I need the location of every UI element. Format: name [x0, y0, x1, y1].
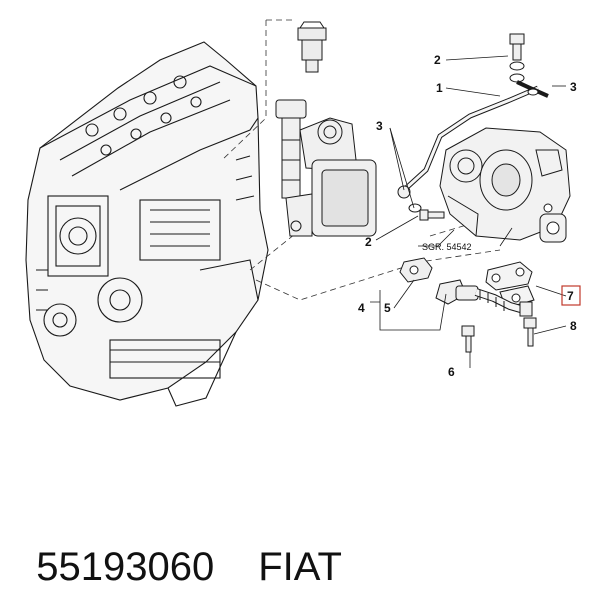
callout-7: 7: [567, 289, 574, 303]
callout-5: 5: [384, 301, 391, 315]
callout-3-left: 3: [376, 119, 383, 133]
sensor-illustration: [297, 21, 327, 73]
bolt-illustration: [419, 209, 445, 221]
parts-diagram: 2 3 1 3 2 SGR. 54542 4 5 6 8 7: [25, 19, 581, 407]
banjo-bolt-illustration: [509, 33, 549, 98]
oil-filter-housing-illustration: [275, 99, 377, 237]
callout-1: 1: [436, 81, 443, 95]
turbocharger-illustration: [439, 127, 571, 243]
callout-3-top-right: 3: [570, 80, 577, 94]
callout-6: 6: [448, 365, 455, 379]
reference-label: SGR. 54542: [422, 242, 472, 252]
callout-2-top: 2: [434, 53, 441, 67]
callout-2-middle: 2: [365, 235, 372, 249]
callout-4: 4: [358, 301, 365, 315]
dashed-leader-lines: [221, 19, 501, 301]
callout-7-highlight-box: [561, 285, 581, 306]
callout-8: 8: [570, 319, 577, 333]
engine-block-illustration: [25, 41, 269, 407]
bolts-illustration: [461, 317, 537, 353]
callout-leader-lines: [370, 55, 567, 368]
oil-return-pipe-illustration: [399, 257, 533, 317]
oil-feed-pipe-illustration: [397, 85, 539, 213]
part-caption: 55193060 FIAT: [14, 492, 342, 589]
part-number: 55193060: [36, 545, 215, 589]
brand-name: FIAT: [258, 545, 342, 589]
